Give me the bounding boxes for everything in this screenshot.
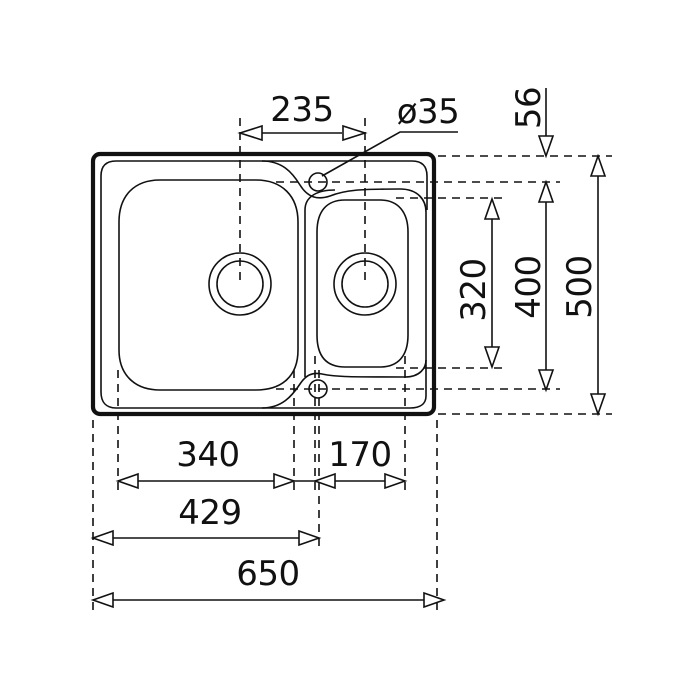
dim-overall-depth-label: 500 bbox=[560, 255, 600, 318]
dim-overall-depth: 500 bbox=[560, 153, 607, 417]
sink-rim-top-right bbox=[262, 160, 428, 210]
dim-small-bowl-width: 170 bbox=[312, 435, 408, 490]
sink-outer-edge bbox=[90, 151, 437, 417]
dim-bowl-depth-label: 400 bbox=[509, 255, 549, 318]
dim-large-section-width-label: 429 bbox=[178, 493, 241, 533]
dim-large-section-width: 429 bbox=[90, 493, 322, 547]
bowl-divider-contour bbox=[304, 189, 336, 377]
dim-overall-width-label: 650 bbox=[236, 554, 299, 594]
dim-tap-hole: ø35 bbox=[321, 92, 460, 177]
dim-tap-offset: 56 bbox=[509, 87, 555, 200]
dim-bowl-depth: 400 bbox=[509, 179, 555, 393]
sink-rim-outline bbox=[100, 160, 427, 409]
dim-small-bowl-depth: 320 bbox=[454, 196, 501, 370]
dim-large-bowl-width: 340 bbox=[115, 435, 315, 490]
dim-small-bowl-width-label: 170 bbox=[328, 435, 391, 475]
small-bowl-outline bbox=[316, 199, 409, 368]
dim-tap-offset-label: 56 bbox=[509, 87, 549, 129]
bowl-divider-lower bbox=[261, 359, 427, 409]
dim-drain-spacing-label: 235 bbox=[270, 90, 333, 130]
dim-small-bowl-depth-label: 320 bbox=[454, 258, 494, 321]
dim-tap-hole-label: ø35 bbox=[397, 92, 460, 132]
dim-drain-spacing: 235 bbox=[237, 90, 368, 142]
dim-overall-width: 650 bbox=[90, 554, 447, 609]
large-bowl-outline bbox=[118, 179, 299, 391]
dim-large-bowl-width-label: 340 bbox=[176, 435, 239, 475]
